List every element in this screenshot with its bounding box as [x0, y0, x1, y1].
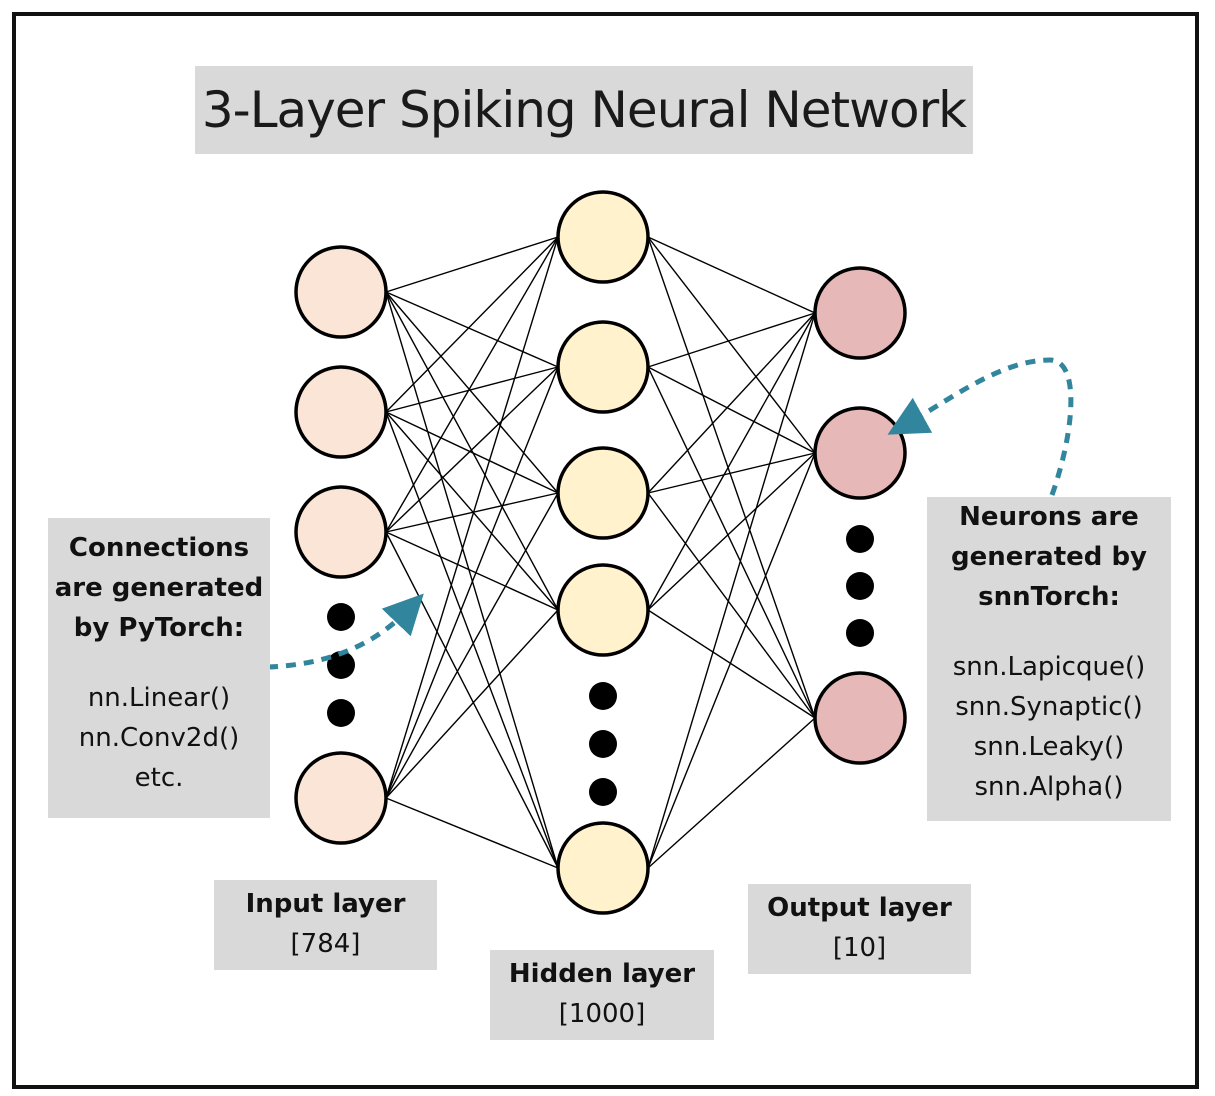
- output-neuron: [813, 266, 907, 360]
- input-layer-name: Input layer: [245, 889, 406, 919]
- neurons-heading-line-2: generated by: [950, 542, 1148, 572]
- ellipsis-dot: [846, 572, 874, 600]
- title-box: 3-Layer Spiking Neural Network: [195, 66, 973, 154]
- hidden-neuron: [556, 563, 650, 657]
- hidden-output-edge: [647, 366, 816, 454]
- diagram-frame: [12, 12, 1199, 1089]
- neurons-heading-line-1: Neurons are: [959, 502, 1139, 532]
- neurons-heading-line-3: snnTorch:: [978, 582, 1120, 612]
- neurons-item: snn.Alpha(): [974, 772, 1124, 802]
- hidden-output-edge: [647, 609, 816, 719]
- hidden-neuron: [556, 446, 650, 540]
- hidden-output-edge: [647, 452, 816, 869]
- input-hidden-edge: [385, 492, 559, 799]
- hidden-output-edge: [647, 452, 816, 611]
- input-neuron: [294, 365, 388, 459]
- output-layer-name: Output layer: [767, 893, 952, 923]
- input-layer-count: [784]: [290, 929, 361, 959]
- connections-heading-line-1: Connections: [68, 533, 250, 563]
- input-layer-label: Input layer [784]: [214, 880, 437, 970]
- connections-note: Connections are generated by PyTorch: nn…: [48, 518, 270, 818]
- neurons-item: snn.Synaptic(): [955, 692, 1143, 722]
- ellipsis-dot: [846, 619, 874, 647]
- hidden-output-edge: [647, 312, 816, 611]
- output-layer-label: Output layer [10]: [748, 884, 971, 974]
- ellipsis-dot: [589, 730, 617, 758]
- ellipsis-dot: [327, 651, 355, 679]
- hidden-output-edge: [647, 717, 816, 869]
- ellipsis-dot: [589, 682, 617, 710]
- input-hidden-edge: [385, 236, 559, 533]
- hidden-output-edge: [647, 312, 816, 869]
- spacer: [48, 648, 270, 678]
- input-hidden-edge: [385, 291, 559, 869]
- ellipsis-dot: [327, 603, 355, 631]
- input-hidden-edge: [385, 366, 559, 799]
- connections-arrow: [267, 593, 424, 670]
- hidden-neuron: [556, 320, 650, 414]
- input-hidden-edge: [385, 531, 559, 869]
- connections-item: nn.Linear(): [87, 683, 231, 713]
- input-hidden-edge: [385, 411, 559, 869]
- connections-heading-line-3: by PyTorch:: [73, 613, 245, 643]
- output-neuron: [813, 671, 907, 765]
- connections-item: nn.Conv2d(): [78, 723, 240, 753]
- input-neuron: [294, 485, 388, 579]
- input-hidden-edge: [385, 291, 559, 611]
- input-hidden-edge: [385, 411, 559, 611]
- ellipsis-dot: [846, 525, 874, 553]
- hidden-neuron: [556, 190, 650, 284]
- hidden-output-edge: [647, 236, 816, 314]
- hidden-layer-label: Hidden layer [1000]: [490, 950, 714, 1040]
- connections-item: etc.: [134, 763, 184, 793]
- hidden-output-edge: [647, 312, 816, 494]
- neuron-nodes: [294, 190, 907, 915]
- annotation-arrows: [267, 357, 1074, 670]
- neurons-note: Neurons are generated by snnTorch: snn.L…: [927, 497, 1171, 821]
- hidden-layer-name: Hidden layer: [508, 959, 696, 989]
- output-neuron: [813, 406, 907, 500]
- input-hidden-edge: [385, 366, 559, 413]
- neurons-arrow: [887, 357, 1074, 496]
- input-hidden-edge: [385, 411, 559, 494]
- hidden-output-edge: [647, 366, 816, 719]
- connections-heading-line-2: are generated: [54, 573, 264, 603]
- input-hidden-edge: [385, 236, 559, 293]
- hidden-neuron: [556, 821, 650, 915]
- spacer: [927, 617, 1171, 647]
- ellipsis-dot: [327, 699, 355, 727]
- input-hidden-edge: [385, 291, 559, 494]
- input-hidden-edge: [385, 492, 559, 533]
- hidden-output-edge: [647, 236, 816, 719]
- input-hidden-edge: [385, 797, 559, 869]
- hidden-layer-count: [1000]: [558, 999, 646, 1029]
- input-hidden-edge: [385, 236, 559, 413]
- neurons-item: snn.Leaky(): [973, 732, 1125, 762]
- input-hidden-edge: [385, 291, 559, 368]
- input-hidden-edge: [385, 366, 559, 533]
- ellipsis-dot: [589, 778, 617, 806]
- input-hidden-edge: [385, 236, 559, 799]
- hidden-output-edge: [647, 492, 816, 719]
- input-neuron: [294, 751, 388, 845]
- diagram-title: 3-Layer Spiking Neural Network: [201, 81, 967, 139]
- ellipsis-dots: [327, 525, 874, 806]
- hidden-output-edge: [647, 236, 816, 454]
- input-hidden-edge: [385, 609, 559, 799]
- input-neuron: [294, 245, 388, 339]
- input-hidden-edge: [385, 531, 559, 611]
- output-layer-count: [10]: [832, 933, 887, 963]
- neurons-item: snn.Lapicque(): [952, 652, 1146, 682]
- hidden-output-edge: [647, 312, 816, 368]
- connection-edges: [385, 236, 816, 869]
- hidden-output-edge: [647, 452, 816, 494]
